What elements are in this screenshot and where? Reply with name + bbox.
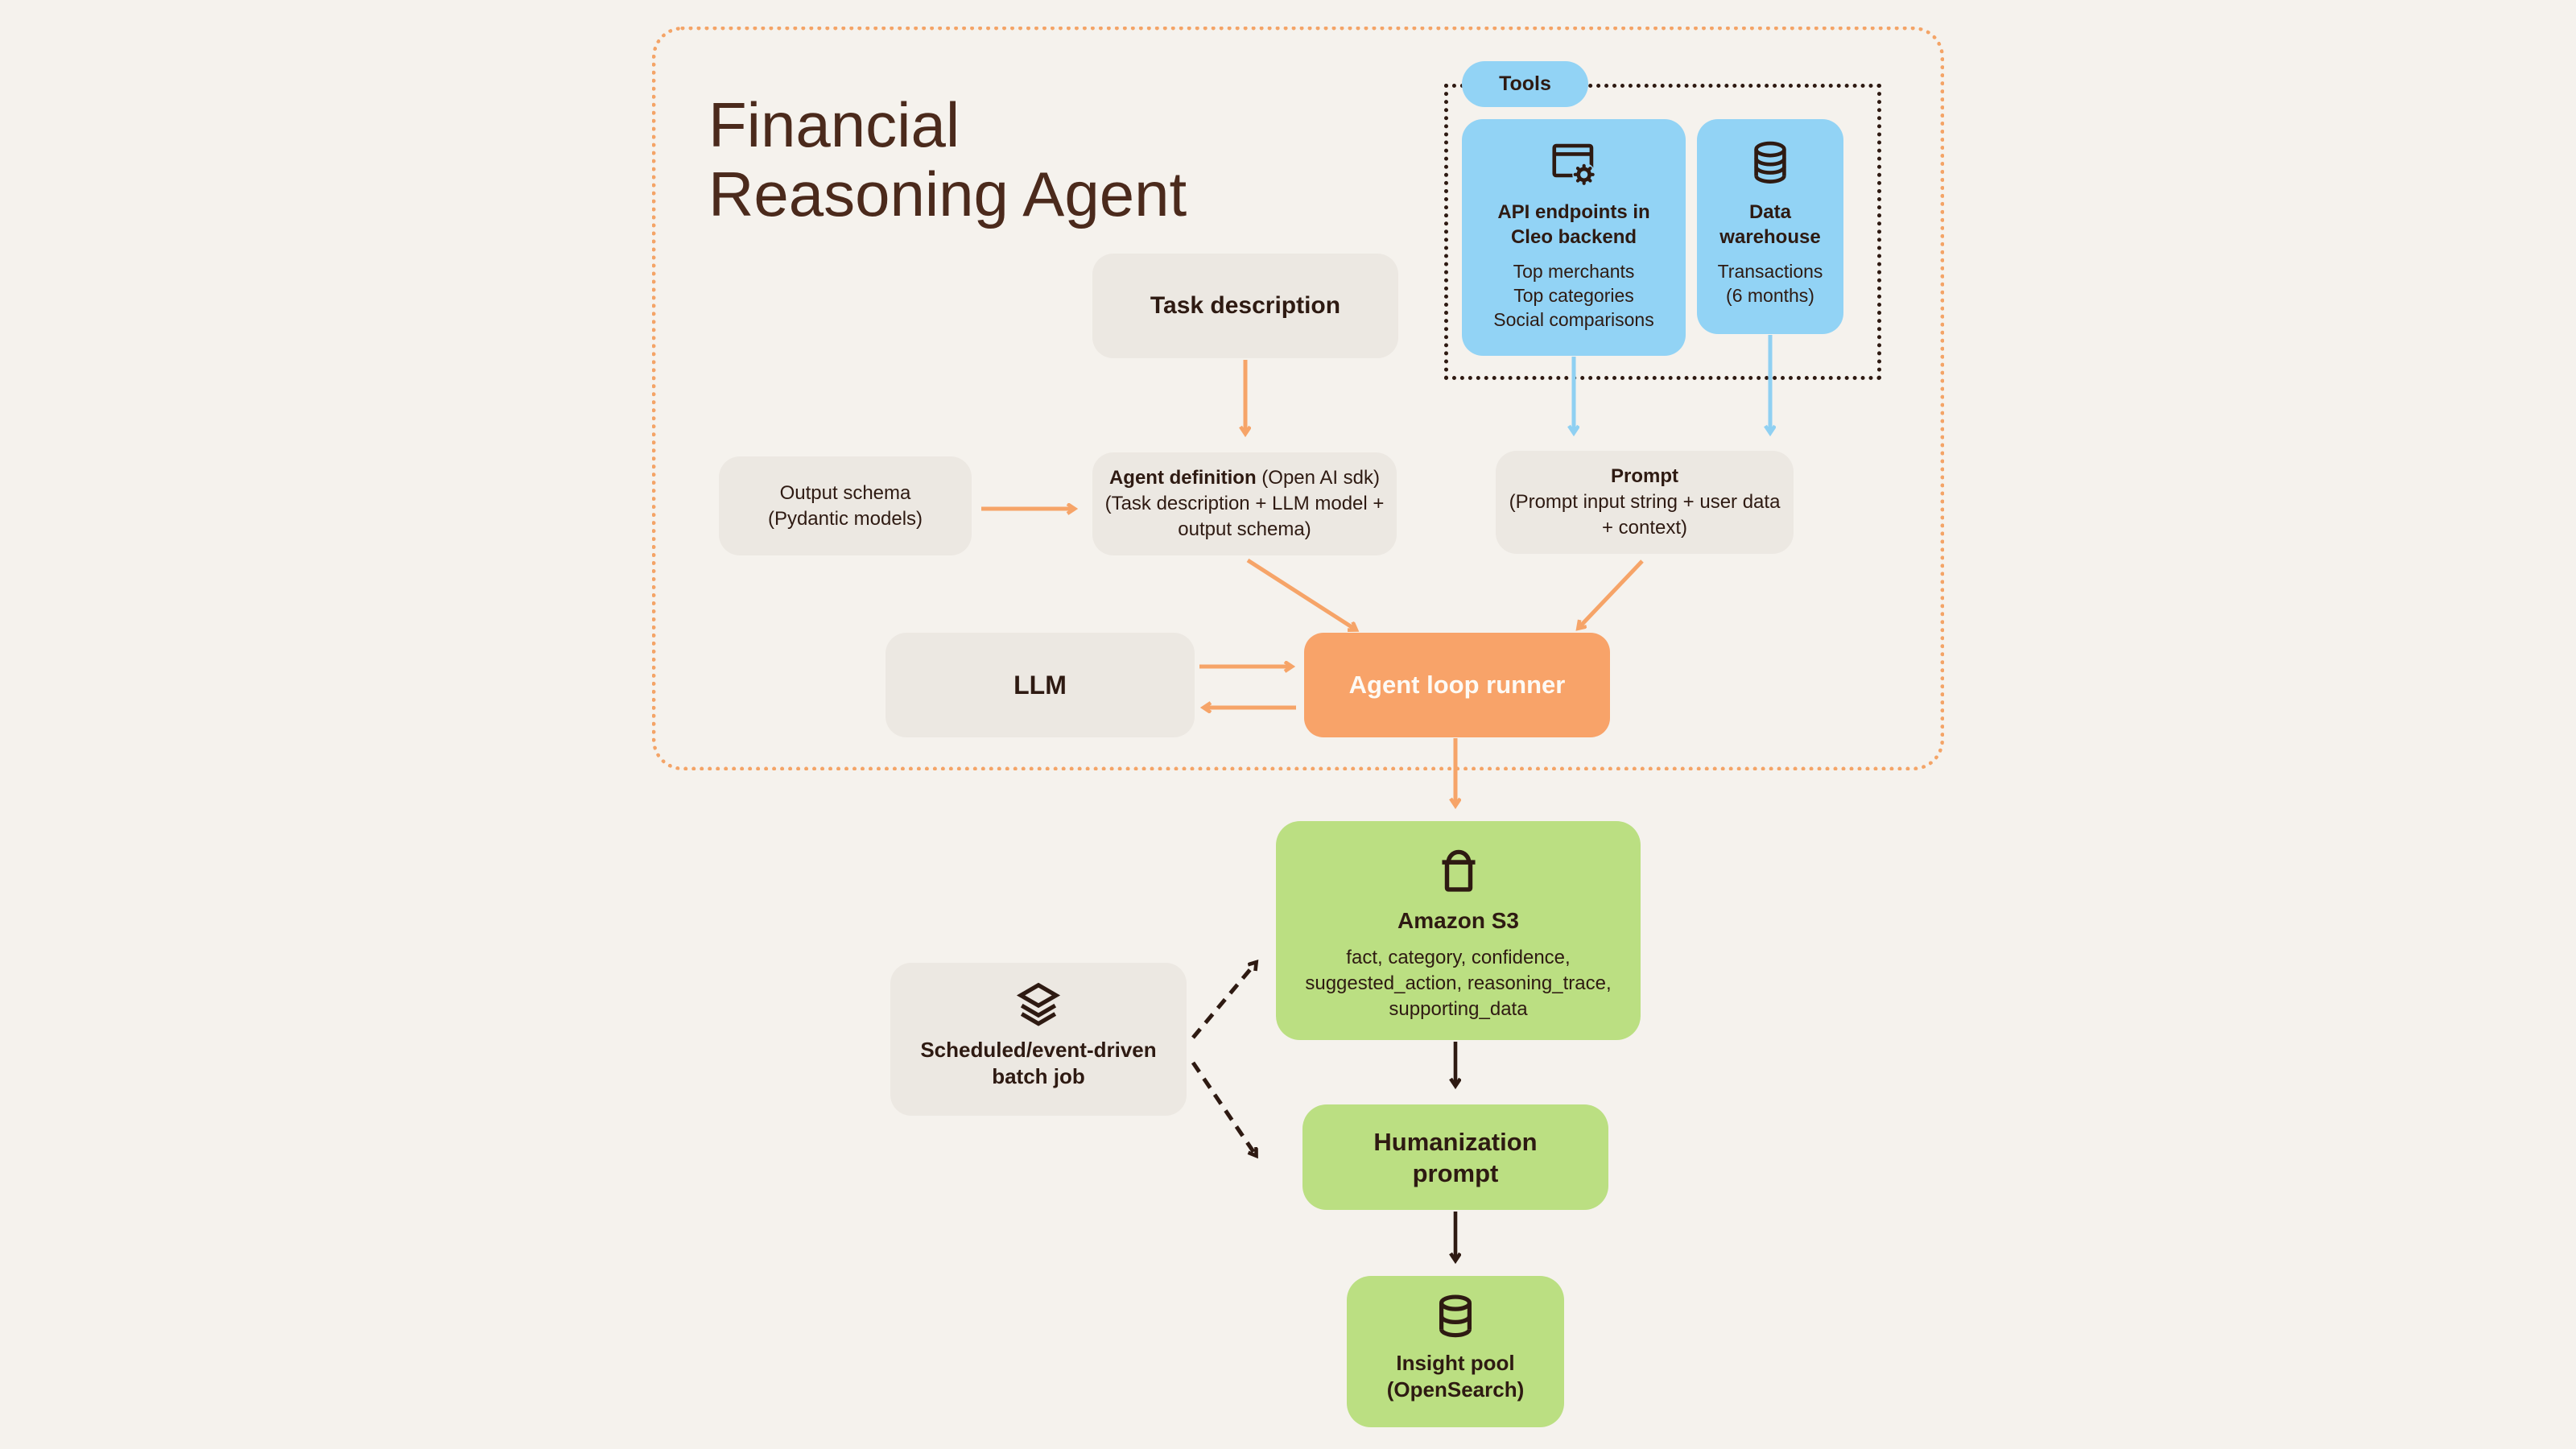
prompt-body: (Prompt input string + user data + conte… <box>1509 491 1781 539</box>
batch-job-label: Scheduled/event-driven batch job <box>920 1038 1157 1088</box>
agent-definition-title: Agent definition <box>1108 467 1257 489</box>
page-title: Financial Reasoning Agent <box>708 89 1187 229</box>
batch-job-card: Scheduled/event-driven batch job <box>890 963 1187 1116</box>
layers-icon <box>1016 980 1061 1029</box>
data-warehouse-title: Data warehouse <box>1719 201 1821 248</box>
agent-definition-card: Agent definition (Open AI sdk) (Task des… <box>1092 452 1397 555</box>
database-icon <box>1433 1294 1478 1340</box>
task-description-label: Task description <box>1150 292 1341 319</box>
task-description-card: Task description <box>1092 254 1398 358</box>
llm-card: LLM <box>886 633 1195 737</box>
dashed-arrows <box>1191 963 1256 1155</box>
bucket-icon <box>1435 845 1482 897</box>
output-schema-card: Output schema (Pydantic models) <box>719 456 972 555</box>
amazon-s3-title: Amazon S3 <box>1397 908 1519 933</box>
tools-pill-label: Tools <box>1499 72 1551 95</box>
llm-label: LLM <box>1013 670 1067 700</box>
api-endpoints-title: API endpoints in Cleo backend <box>1497 201 1650 248</box>
database-icon <box>1747 140 1794 187</box>
api-endpoints-card: API endpoints in Cleo backend Top mercha… <box>1462 119 1686 356</box>
tools-pill: Tools <box>1462 61 1588 107</box>
agent-loop-runner-card: Agent loop runner <box>1304 633 1610 737</box>
agent-definition-title-line: Agent definition (Open AI sdk) <box>1109 465 1380 491</box>
api-endpoints-items: Top merchants Top categories Social comp… <box>1493 261 1654 330</box>
data-warehouse-items: Transactions (6 months) <box>1717 261 1823 306</box>
browser-gear-icon <box>1550 140 1598 187</box>
agent-definition-body: (Task description + LLM model + output s… <box>1104 493 1385 540</box>
amazon-s3-card: Amazon S3 fact, category, confidence, su… <box>1276 821 1641 1040</box>
insight-pool-card: Insight pool (OpenSearch) <box>1347 1276 1564 1427</box>
amazon-s3-body: fact, category, confidence, suggested_ac… <box>1305 947 1612 1020</box>
prompt-card: Prompt (Prompt input string + user data … <box>1496 451 1794 554</box>
agent-definition-title-suffix: (Open AI sdk) <box>1256 467 1381 489</box>
humanization-prompt-label: Humanization prompt <box>1373 1127 1538 1187</box>
prompt-title: Prompt <box>1611 465 1678 487</box>
insight-pool-label: Insight pool (OpenSearch) <box>1386 1351 1525 1402</box>
humanization-prompt-card: Humanization prompt <box>1302 1104 1608 1210</box>
agent-loop-runner-label: Agent loop runner <box>1348 671 1566 699</box>
agent-container-border <box>652 27 1944 770</box>
data-warehouse-card: Data warehouse Transactions (6 months) <box>1697 119 1843 334</box>
tools-container-border <box>1444 84 1881 380</box>
output-schema-label: Output schema (Pydantic models) <box>767 481 923 530</box>
